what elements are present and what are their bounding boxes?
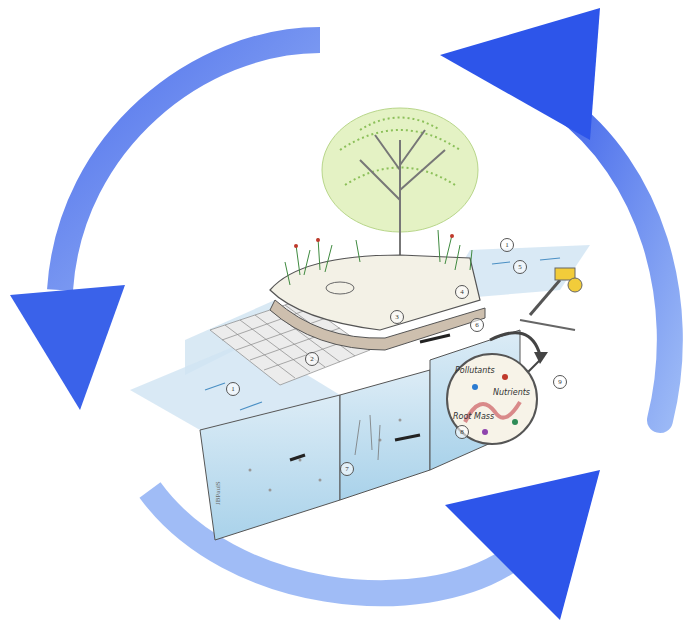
callout-number: 3 [390, 310, 404, 324]
planter [270, 230, 485, 350]
callout-number: 9 [553, 375, 567, 389]
callout-number: 2 [305, 352, 319, 366]
callout-number: 7 [340, 462, 354, 476]
callout-number: 1 [500, 238, 514, 252]
callout-number: 8 [455, 425, 469, 439]
micro-label: Pollutants [455, 366, 495, 375]
callout-number: 1 [226, 382, 240, 396]
cycle-arrows [10, 8, 670, 620]
callout-number: 5 [513, 260, 527, 274]
micro-label: Root Mass [453, 412, 494, 421]
callout-number: 6 [470, 318, 484, 332]
signature: JBPaulS [214, 481, 222, 505]
callout-number: 4 [455, 285, 469, 299]
micro-label: Nutrients [493, 388, 530, 397]
tree [322, 108, 478, 265]
